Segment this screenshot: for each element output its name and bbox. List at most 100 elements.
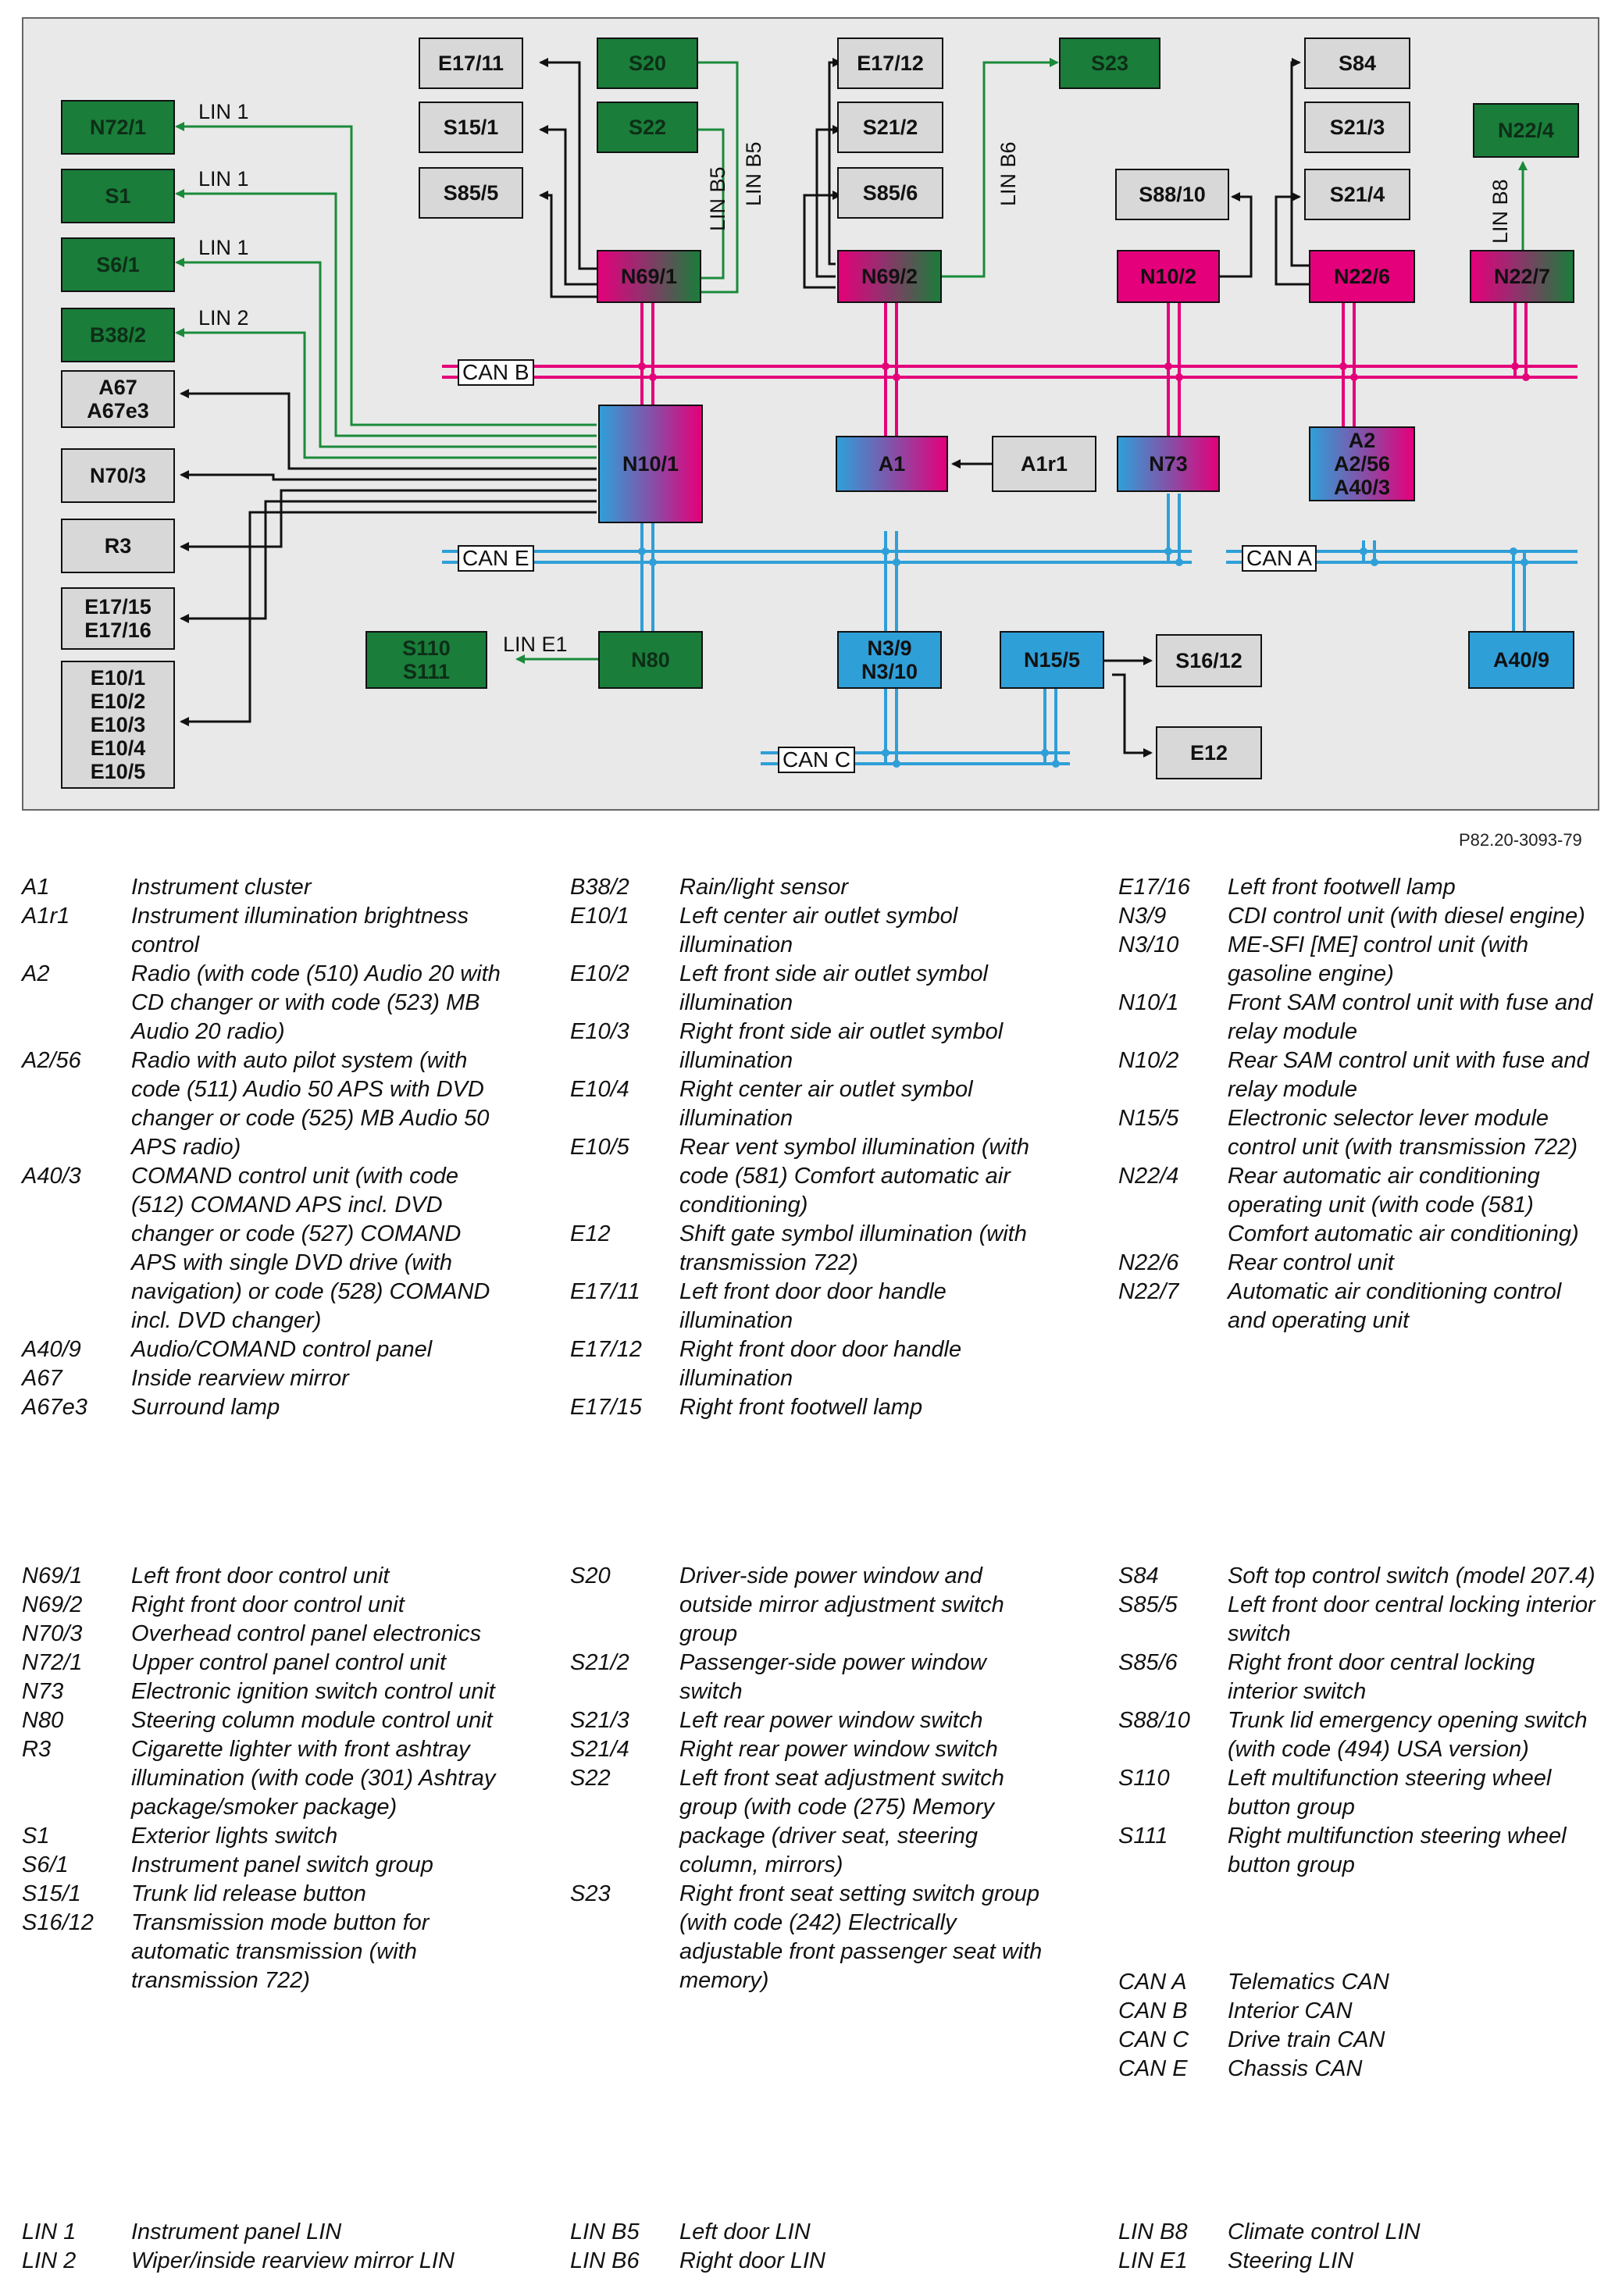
unit-S22: S22 [597, 102, 698, 153]
legend-description: Soft top control switch (model 207.4) [1228, 1563, 1595, 1588]
legend-description: Left center air outlet symbol illuminati… [679, 904, 958, 957]
legend-code: S21/2 [570, 1650, 629, 1675]
unit-A67: A67 A67e3 [61, 370, 175, 428]
legend-description: Wiper/inside rearview mirror LIN [131, 2248, 455, 2273]
legend-description: Left front footwell lamp [1228, 875, 1456, 900]
legend-code: S110 [1118, 1766, 1170, 1791]
legend-code: E17/11 [570, 1279, 640, 1304]
legend-code: N73 [22, 1679, 64, 1704]
legend-description: Steering LIN [1228, 2248, 1354, 2273]
legend-code: CAN C [1118, 2027, 1189, 2052]
legend-entry: A40/9 Audio/COMAND control panel [22, 1335, 506, 1364]
legend-code: S1 [22, 1824, 50, 1849]
legend-code: E10/2 [570, 961, 629, 986]
legend-code: CAN A [1118, 1970, 1187, 1995]
legend-description: Left multifunction steering wheel button… [1228, 1766, 1552, 1820]
legend-code: N22/7 [1118, 1279, 1179, 1304]
legend-description: Right multifunction steering wheel butto… [1228, 1824, 1567, 1877]
wiring-lines [175, 58, 1578, 768]
legend-code: S85/6 [1118, 1650, 1178, 1675]
legend-code: A67 [22, 1366, 62, 1391]
unit-S20: S20 [597, 37, 698, 89]
unit-N10-2: N10/2 [1117, 250, 1220, 303]
legend-description: Right front footwell lamp [679, 1395, 923, 1420]
unit-S6-1: S6/1 [61, 237, 175, 292]
legend-description: Right front door control unit [131, 1592, 405, 1617]
legend-description: Exterior lights switch [131, 1824, 338, 1849]
unit-S21-2: S21/2 [837, 102, 943, 153]
unit-E17-12: E17/12 [837, 37, 943, 89]
unit-R3: R3 [61, 519, 175, 573]
legend-code: E10/1 [570, 904, 629, 929]
legend-description: ME-SFI [ME] control unit (with gasoline … [1228, 932, 1529, 986]
legend-description: Right rear power window switch [679, 1737, 998, 1762]
unit-S16-12: S16/12 [1156, 634, 1262, 687]
network-diagram: E17/11 S15/1 S85/5 S20 S22 E17/12 S21/2 … [22, 17, 1599, 811]
legend-entry: A2/56 Radio with auto pilot system (with … [22, 1046, 506, 1162]
legend-code: A67e3 [22, 1395, 87, 1420]
legend-code: LIN E1 [1118, 2248, 1188, 2273]
legend-code: A40/9 [22, 1337, 81, 1362]
legend-code: CAN E [1118, 2056, 1188, 2081]
legend-description: Steering column module control unit [131, 1708, 493, 1733]
legend-code: S6/1 [22, 1852, 69, 1877]
unit-A2: A2 A2/56 A40/3 [1309, 426, 1415, 501]
legend-code: A1r1 [22, 904, 70, 929]
legend-code: N72/1 [22, 1650, 83, 1675]
legend-code: LIN B6 [570, 2248, 640, 2273]
legend-code: A2/56 [22, 1048, 81, 1073]
unit-N73: N73 [1117, 436, 1220, 492]
legend-description: Left rear power window switch [679, 1708, 983, 1733]
legend-description: Audio/COMAND control panel [131, 1337, 433, 1362]
legend-description: Climate control LIN [1228, 2219, 1421, 2244]
legend-description: Right front door door handle illuminatio… [679, 1337, 962, 1391]
legend-code: N70/3 [22, 1621, 83, 1646]
lin-label-linb6: LIN B6 [996, 141, 1020, 206]
legend-description: Upper control panel control unit [131, 1650, 447, 1675]
legend-description: Right front door central locking interio… [1228, 1650, 1535, 1704]
legend-entry: LIN 2 Wiper/inside rearview mirror LIN [22, 2247, 537, 2276]
legend-code: LIN 2 [22, 2248, 77, 2273]
legend-code: N69/2 [22, 1592, 83, 1617]
legend-code: LIN B5 [570, 2219, 640, 2244]
bus-label-can-c: CAN C [778, 747, 856, 773]
legend-entry: N72/1 Upper control panel control unit [22, 1649, 506, 1677]
legend-code: S20 [570, 1563, 611, 1588]
legend-description: Trunk lid release button [131, 1881, 366, 1906]
unit-N72-1: N72/1 [61, 100, 175, 155]
legend-code: S111 [1118, 1824, 1168, 1849]
legend-code: R3 [22, 1737, 52, 1762]
unit-S15-1: S15/1 [419, 102, 523, 153]
legend-entry: N69/2 Right front door control unit [22, 1591, 506, 1620]
lin-label-lin1-n72: LIN 1 [198, 100, 249, 123]
legend-entry: S111 Right multifunction steering wheel b… [1118, 1822, 1603, 1880]
legend-code: N15/5 [1118, 1106, 1179, 1131]
legend-code: N69/1 [22, 1563, 83, 1588]
legend-description: Radio with auto pilot system (with code … [131, 1048, 490, 1160]
